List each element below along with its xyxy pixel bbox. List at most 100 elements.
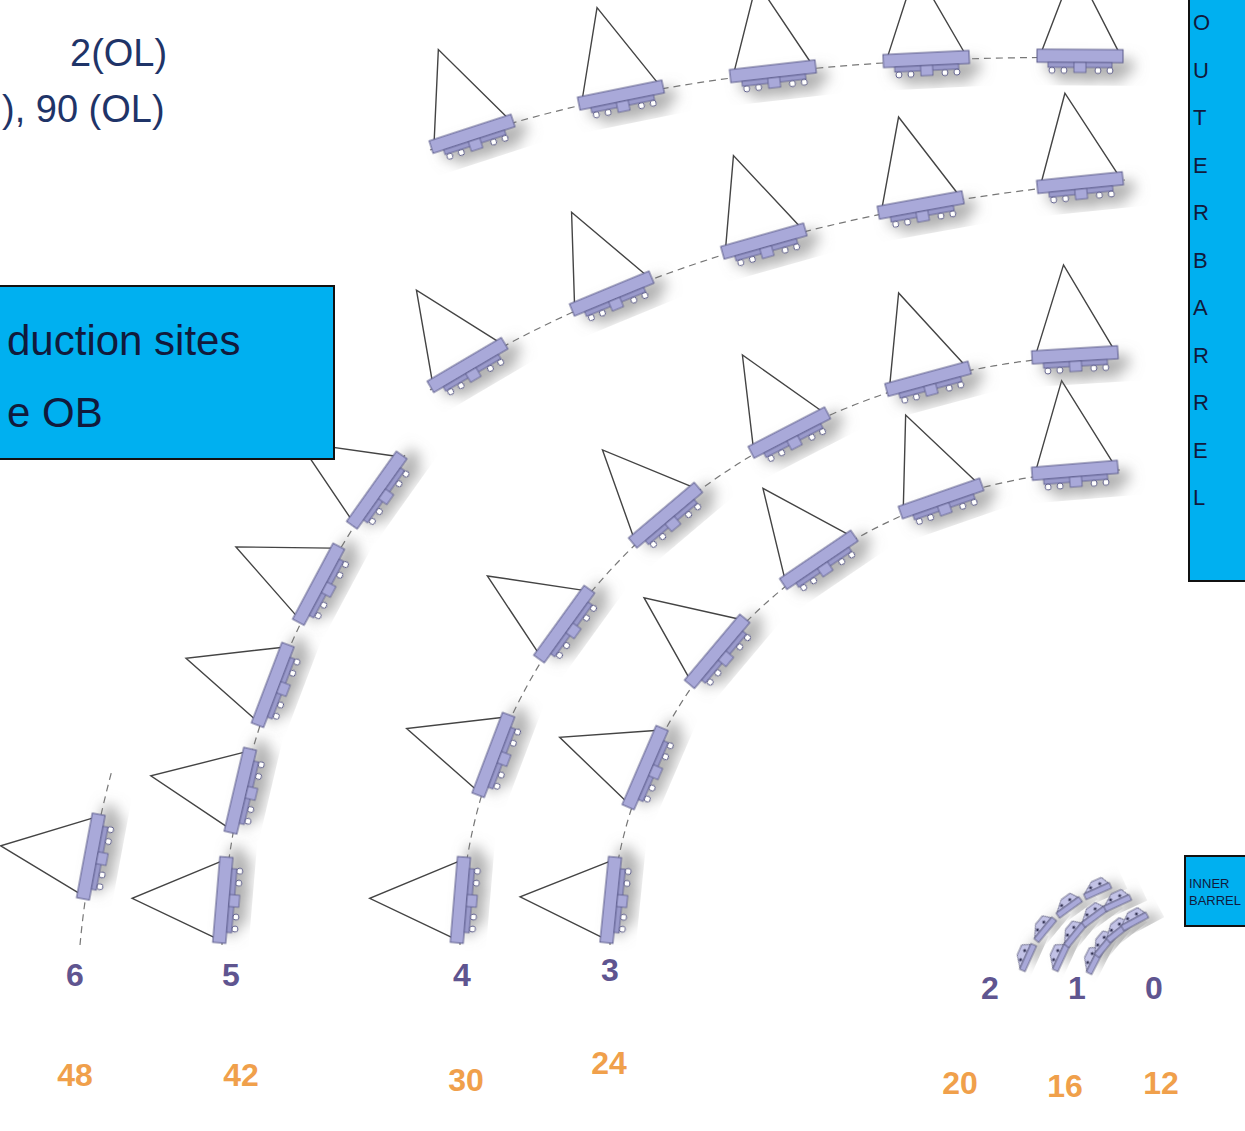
cold-plate [890, 206, 954, 222]
stave-count: 42 [223, 1057, 259, 1094]
cold-plate [913, 494, 975, 520]
cooling-pipe [650, 100, 657, 107]
cold-plate [91, 826, 108, 890]
stave [142, 728, 267, 836]
cooling-pipe [848, 551, 856, 559]
cooling-pipe [236, 880, 242, 886]
cold-plate [239, 761, 258, 824]
cooling-pipe [638, 102, 645, 109]
box-text: INNER BARREL [1186, 875, 1243, 909]
inner-pipe [1125, 916, 1129, 920]
stave [385, 265, 514, 402]
cooling-pipe [277, 701, 285, 709]
inner-stave [1100, 887, 1131, 911]
inner-pipe [1098, 881, 1102, 885]
stave [710, 332, 836, 467]
cooling-pipe [937, 213, 944, 220]
space-frame [566, 0, 657, 97]
stave-count: 24 [591, 1045, 627, 1082]
inner-pipe [1090, 951, 1094, 955]
inner-pipe [1056, 948, 1060, 952]
stave [698, 142, 810, 269]
support-block [768, 77, 781, 88]
space-frame [725, 0, 810, 70]
inner-pipe [1134, 912, 1138, 916]
cooling-pipe [593, 111, 600, 118]
cooling-pipe [1095, 68, 1101, 74]
inner-pipe [1035, 928, 1040, 933]
cooling-pipe [1091, 365, 1097, 371]
support-block [379, 489, 394, 505]
cooling-pipe [587, 314, 595, 322]
cooling-pipe [1049, 67, 1055, 73]
support-block [468, 138, 483, 151]
cold-plate [488, 727, 515, 789]
cooling-pipe [648, 784, 656, 792]
space-frame [1030, 377, 1113, 468]
cooling-pipe [1108, 191, 1115, 198]
cooling-pipe [620, 914, 627, 921]
support-block [96, 852, 108, 866]
cooling-pipe [1107, 68, 1113, 74]
heading-fragment: ), 90 (OL) [2, 88, 165, 131]
stave-module [622, 726, 668, 810]
cold-plate [309, 559, 344, 618]
support-block [1069, 476, 1082, 487]
layer-number: 5 [222, 957, 240, 994]
support-block [921, 65, 933, 76]
cooling-pipe [819, 428, 827, 436]
support-block [245, 786, 257, 800]
cooling-pipe [706, 678, 714, 686]
stave [732, 461, 864, 599]
cooling-pipe [954, 69, 960, 75]
note-box: duction sitese OB [0, 285, 335, 460]
cooling-pipe [630, 296, 638, 304]
layer-number: 1 [1068, 970, 1086, 1007]
layer-number: 3 [601, 952, 619, 989]
inner-pipe [1071, 925, 1076, 930]
support-block [649, 765, 663, 780]
stave-module [629, 482, 703, 547]
cold-plate [735, 239, 798, 261]
layer-number: 0 [1145, 970, 1163, 1007]
cold-plate [645, 499, 697, 544]
cooling-pipe [493, 782, 501, 790]
cooling-pipe [244, 818, 251, 825]
inner-pipe [1096, 943, 1101, 948]
stave [367, 849, 482, 944]
cooling-pipe [599, 309, 607, 317]
support-block [1069, 361, 1082, 372]
cold-plate [638, 741, 668, 802]
cooling-pipe [778, 449, 786, 457]
cold-plate [585, 287, 646, 316]
cooling-pipe [641, 292, 649, 300]
cooling-pipe [737, 259, 744, 266]
stave-module [251, 642, 294, 727]
support-block [916, 210, 930, 222]
box-text: OUTER BARREL [1190, 0, 1215, 522]
inner-stave [1077, 899, 1108, 927]
stave-module [534, 585, 595, 662]
stave [173, 613, 305, 732]
stave [218, 504, 354, 631]
cold-plate [443, 354, 501, 391]
stave [561, 0, 667, 121]
cooling-pipe [470, 914, 476, 920]
cooling-pipe [810, 577, 818, 585]
cooling-pipe [658, 532, 666, 540]
inner-pipe [1051, 958, 1055, 962]
space-frame [1033, 89, 1117, 181]
stave-count: 12 [1143, 1065, 1179, 1102]
stave [574, 418, 709, 556]
stave-module [684, 614, 749, 688]
cooling-pipe [232, 926, 238, 932]
cold-plate [551, 602, 593, 657]
box-text: duction sites [0, 305, 333, 377]
space-frame [517, 853, 609, 937]
inner-module [1064, 922, 1086, 947]
cold-plate [899, 377, 962, 399]
cooling-pipe [395, 480, 403, 488]
cooling-pipe [375, 507, 383, 515]
cooling-pipe [341, 561, 349, 569]
layer-arc [430, 180, 1125, 390]
